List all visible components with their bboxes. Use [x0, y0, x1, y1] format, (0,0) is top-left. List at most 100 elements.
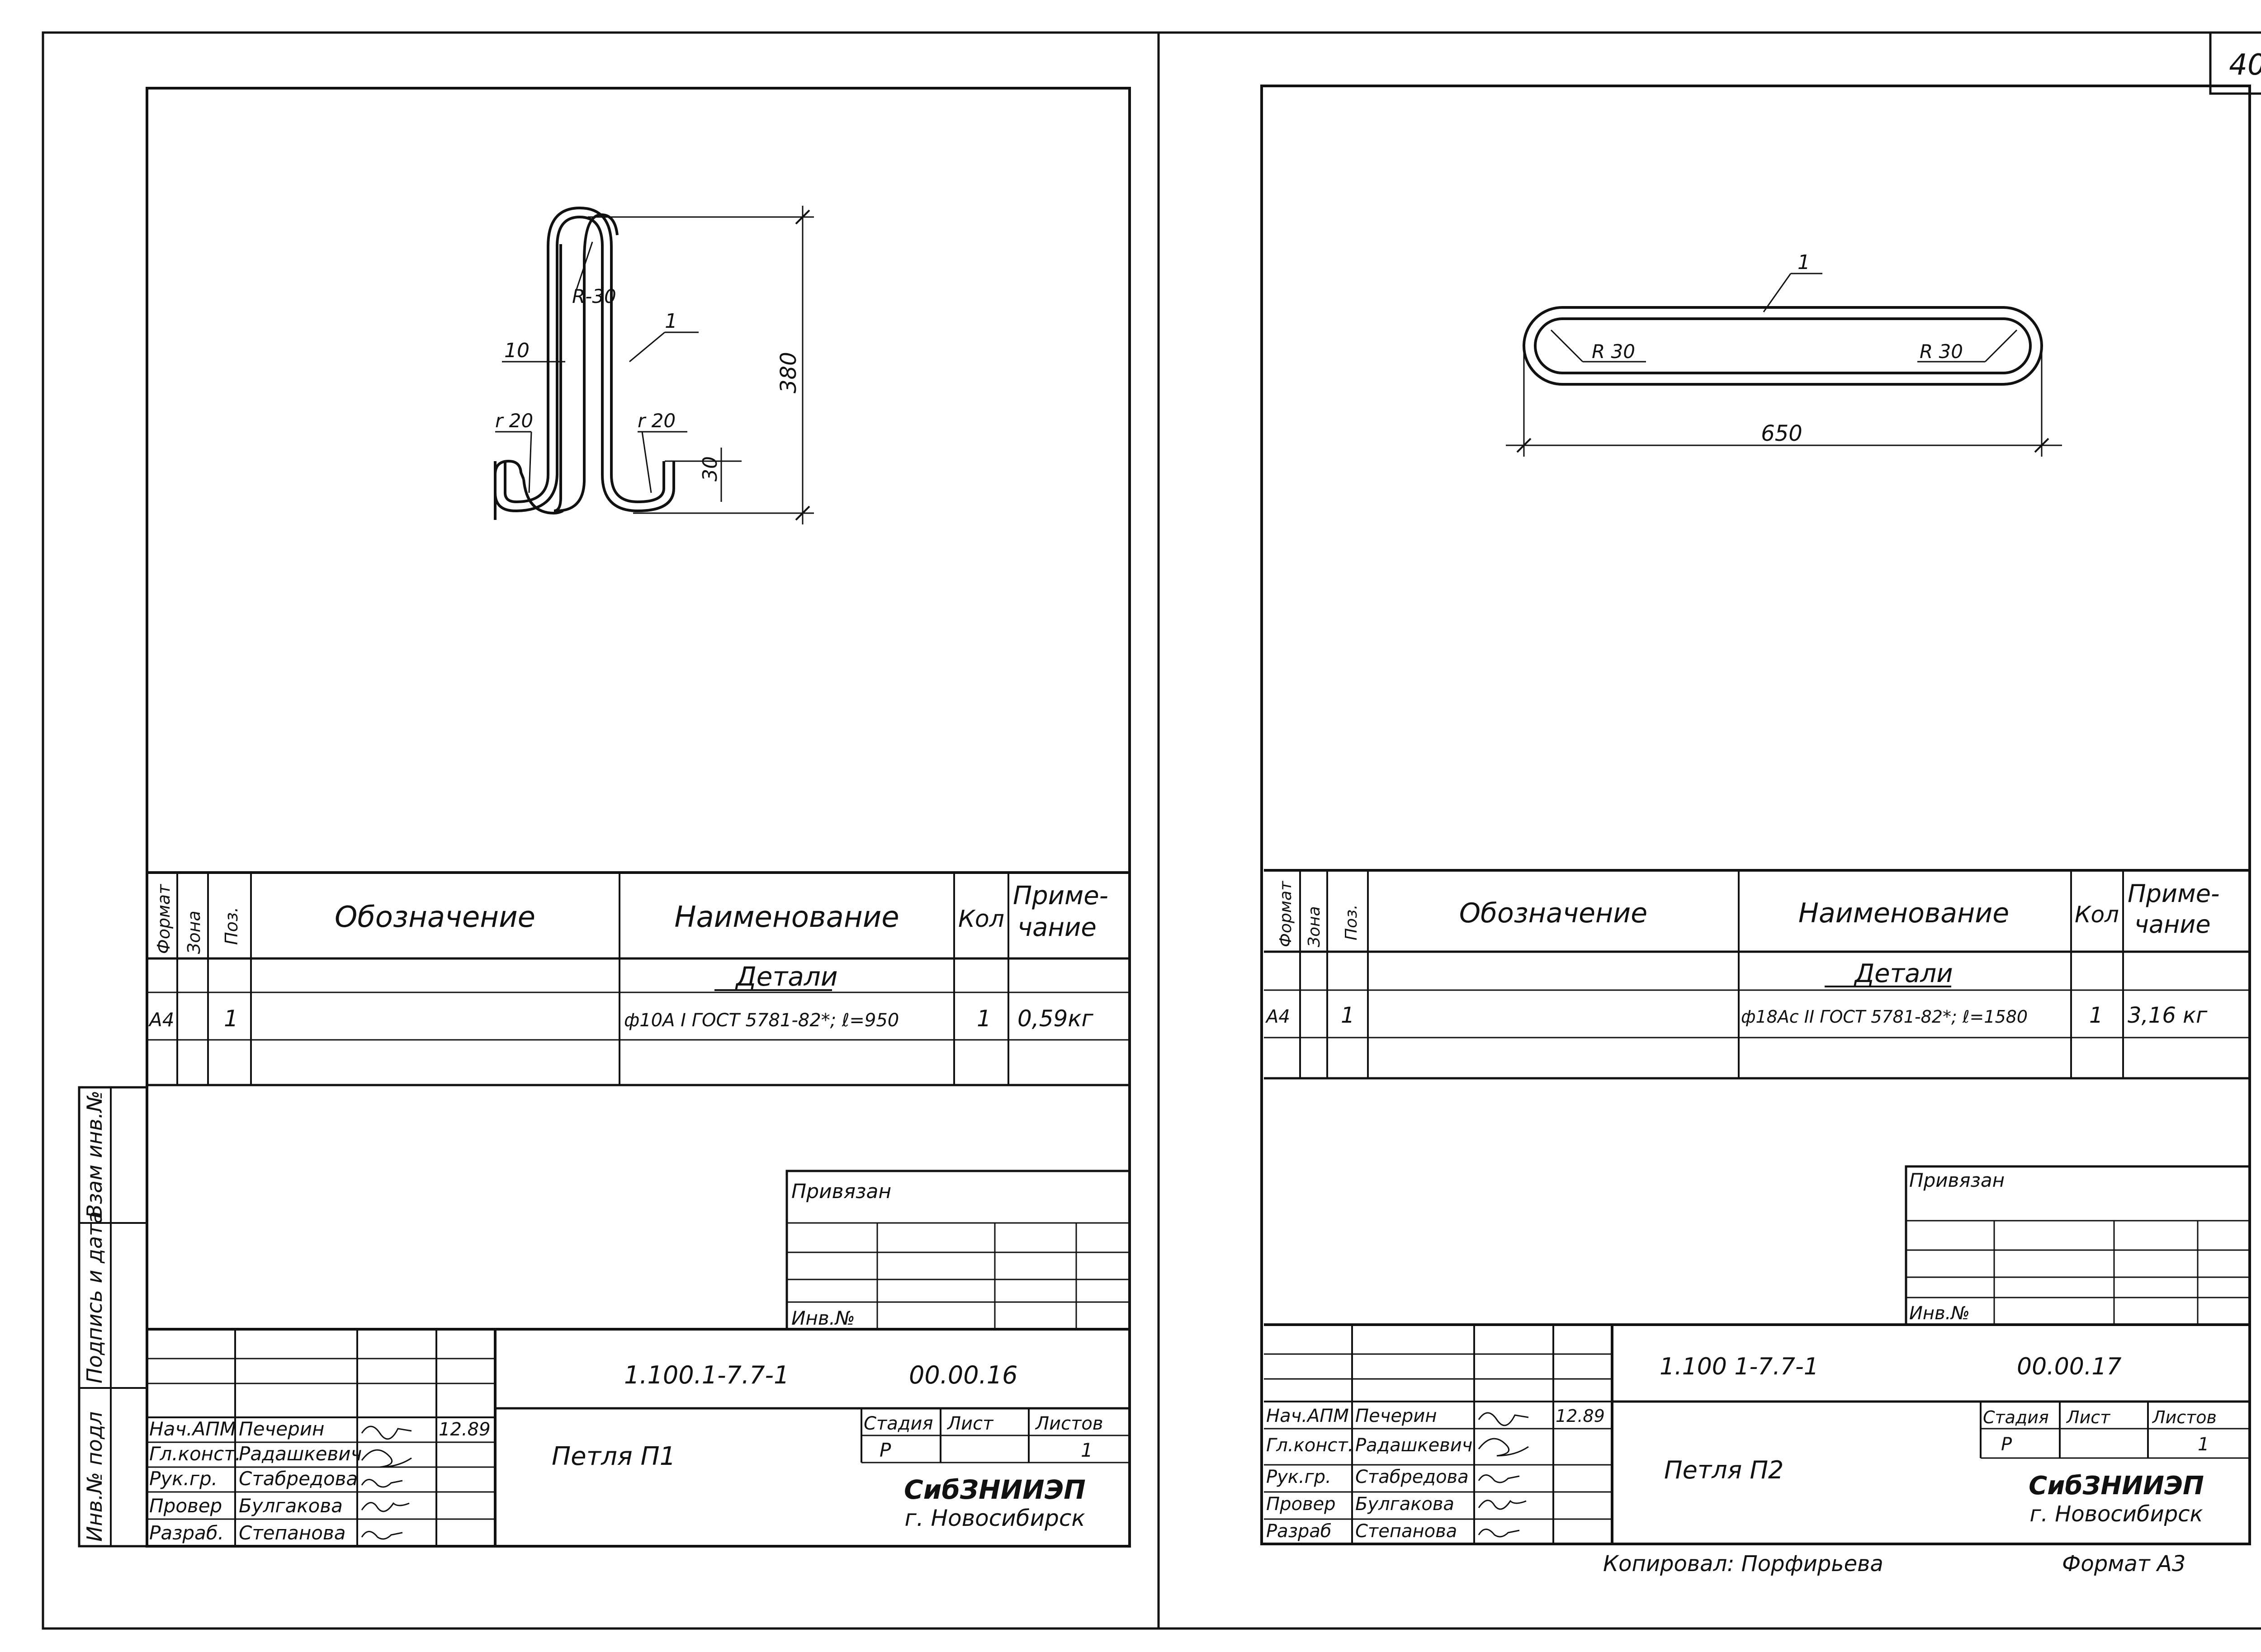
spec-header-name-r: Наименование [1798, 897, 2009, 929]
dim-bend-right: r 20 [638, 410, 676, 432]
stage-value-r: Р [2001, 1434, 2012, 1455]
person-name-r2: Стабредова [1355, 1467, 1469, 1487]
format-note: Формат А3 [2062, 1551, 2185, 1576]
person-name-r0: Печерин [1355, 1406, 1437, 1426]
loop-p1-drawing: 380 30 R-30 10 r 20 r 20 1 [494, 206, 814, 524]
page-number: 40 [2229, 48, 2261, 82]
left-inner-frame [146, 87, 1131, 1548]
sheet-label: Лист [946, 1413, 994, 1434]
title-block-left: Нач.АПМ Печерин Гл.конст. Радашкевич Рук… [147, 1328, 1130, 1546]
title-block-right: Нач.АПМ Печерин Гл.конст. Радашкевич Рук… [1264, 1323, 2250, 1544]
doc-title: Петля П1 [552, 1442, 676, 1471]
signatures-right [1478, 1412, 1529, 1538]
doc-number-r: 00.00.17 [2017, 1353, 2122, 1380]
stage-value: Р [880, 1439, 891, 1461]
side-strip: Инв.№ подл Подпись и дата Взам инв.№ [78, 1086, 148, 1548]
dim-leg: 30 [699, 456, 722, 481]
spec-section-title: Детали [734, 961, 837, 992]
spec-table-left: Формат Зона Поз. Обозначение Наименовани… [147, 871, 1130, 1086]
position-label-p2: 1 [1797, 251, 1810, 274]
doc-title-r: Петля П2 [1664, 1456, 1783, 1484]
person-role-2: Рук.гр. [149, 1468, 218, 1490]
spec-row-qty: 1 [977, 1005, 991, 1032]
sheets-label-r: Листов [2152, 1407, 2217, 1427]
spec-row-name: ф10А I ГОСТ 5781-82*; ℓ=950 [624, 1010, 899, 1031]
spec-row-name-r: ф18Ас II ГОСТ 5781-82*; ℓ=1580 [1741, 1007, 2028, 1027]
spec-row-pos: 1 [224, 1005, 238, 1032]
spec-header-format-r: Формат [1277, 881, 1295, 947]
org-name-r: СибЗНИИЭП [2029, 1471, 2204, 1501]
privyazan-box-right: Привязан Инв.№ [1905, 1165, 2251, 1326]
sheets-total: 1 [1081, 1439, 1093, 1461]
org-city-r: г. Новосибирск [2029, 1501, 2203, 1527]
spec-header-note-r: Приме-чание [2128, 879, 2219, 939]
spec-section-title-r: Детали [1853, 959, 1953, 988]
date: 12.89 [439, 1419, 491, 1440]
loop-p2-outline [1523, 306, 2043, 386]
privyazan-inv: Инв.№ [791, 1307, 855, 1329]
spec-header-zone: Зона [184, 911, 204, 954]
dim-length: 650 [1761, 421, 1802, 446]
person-role-r2: Рук.гр. [1266, 1467, 1331, 1487]
person-name-r1: Радашкевич [1355, 1435, 1472, 1456]
org-city: г. Новосибирск [904, 1505, 1085, 1531]
stage-label: Стадия [864, 1413, 933, 1434]
sheets-total-r: 1 [2198, 1434, 2209, 1455]
person-name-2: Стабредова [239, 1468, 358, 1490]
signatures [361, 1425, 412, 1540]
spec-row-note-r: 3,16 кг [2128, 1003, 2208, 1028]
doc-code-r: 1.100 1-7.7-1 [1660, 1353, 1819, 1380]
sheets-label: Листов [1035, 1413, 1103, 1434]
spec-header-note: Приме-чание [1013, 881, 1108, 942]
person-name-3: Булгакова [239, 1495, 343, 1517]
doc-code: 1.100.1-7.7-1 [624, 1361, 789, 1389]
person-name-1: Радашкевич [239, 1443, 362, 1465]
doc-number: 00.00.16 [909, 1361, 1017, 1389]
spec-header-zone-r: Зона [1305, 906, 1324, 947]
spec-row-pos-r: 1 [1341, 1003, 1355, 1028]
spec-header-designation: Обозначение [335, 901, 535, 934]
privyazan-inv-r: Инв.№ [1909, 1303, 1970, 1324]
page-number-box [2209, 31, 2261, 95]
person-role-r0: Нач.АПМ [1266, 1406, 1349, 1426]
spec-header-qty: Кол [958, 906, 1004, 933]
person-role-1: Гл.конст. [149, 1443, 241, 1465]
copied-by: Копировал: Порфирьева [1603, 1551, 1883, 1576]
spec-header-format: Формат [154, 883, 174, 954]
person-name-r4: Степанова [1355, 1521, 1457, 1542]
person-name-r3: Булгакова [1355, 1494, 1454, 1515]
person-role-4: Разраб. [149, 1522, 224, 1544]
spec-header-pos: Поз. [222, 907, 241, 945]
person-role-3: Провер [149, 1495, 222, 1517]
stage-label-r: Стадия [1983, 1407, 2049, 1427]
dim-radius-left: R 30 [1592, 340, 1635, 363]
person-role-r3: Провер [1266, 1494, 1336, 1515]
side-label-inv: Инв.№ подл [82, 1411, 107, 1542]
spec-row-qty-r: 1 [2089, 1003, 2103, 1028]
position-label: 1 [665, 310, 677, 333]
spec-row-format-r: А4 [1265, 1006, 1290, 1027]
page-frame: 40 [42, 31, 2261, 1630]
person-name-0: Печерин [239, 1418, 325, 1440]
dim-radius-right: R 30 [1920, 340, 1963, 363]
right-sheet: R 30 R 30 650 1 [1260, 85, 2251, 1576]
privyazan-box-left: Привязан Инв.№ [785, 1170, 1131, 1331]
privyazan-title-r: Привязан [1909, 1169, 2005, 1191]
side-label-replace: Взам инв.№ [82, 1090, 107, 1218]
dim-bend-top: R-30 [572, 285, 616, 307]
dim-bend-left: r 20 [495, 410, 533, 432]
spec-table-right: Формат Зона Поз. Обозначение Наименовани… [1264, 869, 2250, 1080]
spec-header-pos-r: Поз. [1342, 904, 1361, 940]
privyazan-title: Привязан [791, 1180, 891, 1203]
person-role-r1: Гл.конст. [1266, 1435, 1353, 1456]
spec-header-qty-r: Кол [2075, 902, 2119, 928]
person-role-0: Нач.АПМ [149, 1418, 236, 1440]
spec-header-name: Наименование [674, 901, 899, 934]
loop-p1-outline [494, 215, 675, 513]
side-label-signature: Подпись и дата [82, 1211, 107, 1383]
spec-header-designation-r: Обозначение [1459, 897, 1647, 929]
org-name: СибЗНИИЭП [904, 1474, 1086, 1505]
left-sheet: 380 30 R-30 10 r 20 r 20 1 [78, 87, 1131, 1548]
dim-height: 380 [776, 352, 801, 393]
